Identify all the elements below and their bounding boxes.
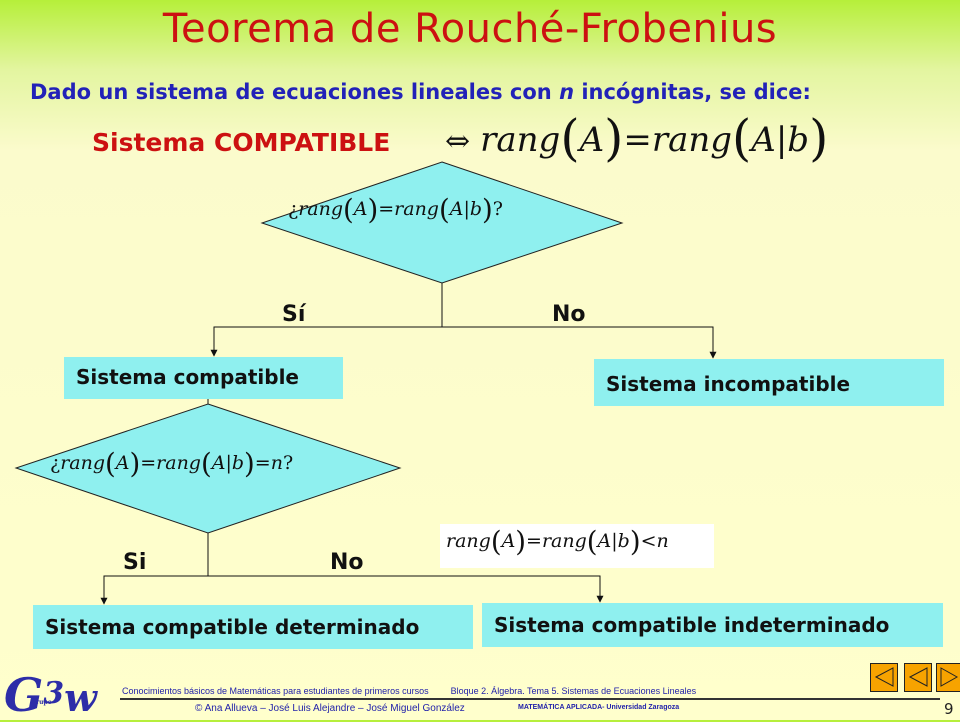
footer-authors: © Ana Allueva – José Luis Alejandre – Jo… <box>195 703 465 714</box>
connector-yes-1 <box>210 326 442 357</box>
g3w-logo: G3w rupo <box>4 668 97 722</box>
branch-label-yes-1: Sí <box>282 302 306 327</box>
nav-first-button[interactable] <box>870 663 898 692</box>
nav-next-icon <box>940 667 959 687</box>
decision-1-question: ¿rang(A)=rang(A|b)? <box>288 194 503 226</box>
equals-sign: = <box>623 120 652 160</box>
footer-course-line: Conocimientos básicos de Matemáticas par… <box>122 686 696 696</box>
branch-label-no-1: No <box>552 302 586 327</box>
compatible-condition: ⇔rang(A)=rang(A|b) <box>445 109 829 167</box>
connector-yes-2 <box>100 575 208 605</box>
compatible-label: Sistema COMPATIBLE <box>92 128 391 157</box>
footer-department: MATEMÁTICA APLICADA- Universidad Zaragoz… <box>518 704 680 711</box>
intro-text: Dado un sistema de ecuaciones lineales c… <box>30 80 811 104</box>
nav-next-button[interactable] <box>936 663 960 692</box>
nav-prev-icon <box>908 667 928 687</box>
page-number: 9 <box>944 700 954 718</box>
nav-first-icon <box>874 667 894 687</box>
footer-divider <box>120 698 940 700</box>
footer-bloque: Bloque 2. Álgebra. Tema 5. Sistemas de E… <box>450 686 697 696</box>
branch-label-yes-2: Si <box>123 550 147 575</box>
matrix-a: A <box>579 120 605 160</box>
iff-symbol: ⇔ <box>445 124 471 159</box>
box-compatible-determinado: Sistema compatible determinado <box>33 605 473 649</box>
box-sistema-compatible: Sistema compatible <box>64 357 343 399</box>
augmented-matrix: A|b <box>751 120 810 160</box>
connector-no-1 <box>442 326 717 359</box>
branch-label-no-2: No <box>330 550 364 575</box>
footer-course: Conocimientos básicos de Matemáticas par… <box>122 686 429 696</box>
nav-prev-button[interactable] <box>904 663 932 692</box>
connector-no-2 <box>208 575 604 603</box>
box-compatible-indeterminado: Sistema compatible indeterminado <box>482 603 943 647</box>
intro-before: Dado un sistema de ecuaciones lineales c… <box>30 80 560 104</box>
box-sistema-incompatible: Sistema incompatible <box>594 359 944 406</box>
indeterminate-condition: rang(A)=rang(A|b)<n <box>440 524 714 568</box>
decision-2-question: ¿rang(A)=rang(A|b)=n? <box>50 448 294 480</box>
intro-after: incógnitas, se dice: <box>574 80 811 104</box>
slide-title: Teorema de Rouché-Frobenius <box>162 6 778 52</box>
rang-word: rang <box>651 120 733 160</box>
rang-word: rang <box>480 120 561 160</box>
intro-var: n <box>559 80 575 104</box>
